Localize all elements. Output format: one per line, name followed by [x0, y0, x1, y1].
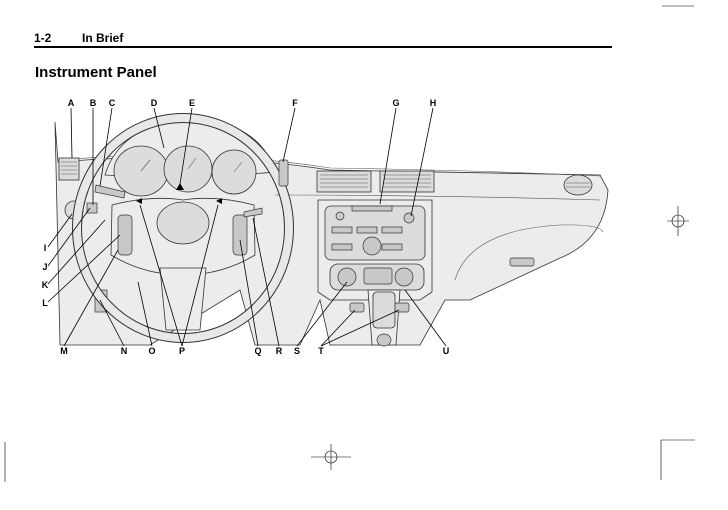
callout-n: N	[121, 346, 128, 356]
callout-r: R	[276, 346, 283, 356]
section-name: In Brief	[82, 31, 124, 45]
header-rule	[34, 46, 612, 48]
callout-k: K	[42, 280, 49, 290]
callout-h: H	[430, 98, 437, 108]
callout-p: P	[179, 346, 185, 356]
callout-t: T	[318, 346, 324, 356]
callout-c: C	[109, 98, 116, 108]
callout-i: I	[44, 243, 47, 253]
callout-o: O	[148, 346, 155, 356]
callout-b: B	[90, 98, 97, 108]
crop-marks	[4, 5, 695, 482]
registration-mark-right	[667, 206, 689, 236]
callout-m: M	[60, 346, 68, 356]
running-header: 1-2 In Brief	[34, 31, 612, 47]
callout-labels: A B C D E F G H I J K L M N O P Q R S T …	[42, 98, 450, 356]
leader-lines	[47, 107, 447, 347]
callout-j: J	[42, 262, 47, 272]
page-title: Instrument Panel	[35, 64, 157, 81]
callout-s: S	[294, 346, 300, 356]
callout-a: A	[68, 98, 75, 108]
callout-q: Q	[254, 346, 261, 356]
callout-g: G	[392, 98, 399, 108]
callout-l: L	[42, 298, 48, 308]
callout-u: U	[443, 346, 450, 356]
dashboard-art	[54, 113, 609, 347]
page-number: 1-2	[34, 31, 52, 45]
callout-f: F	[292, 98, 298, 108]
callout-e: E	[189, 98, 195, 108]
registration-mark-bottom	[311, 444, 351, 470]
callout-d: D	[151, 98, 158, 108]
